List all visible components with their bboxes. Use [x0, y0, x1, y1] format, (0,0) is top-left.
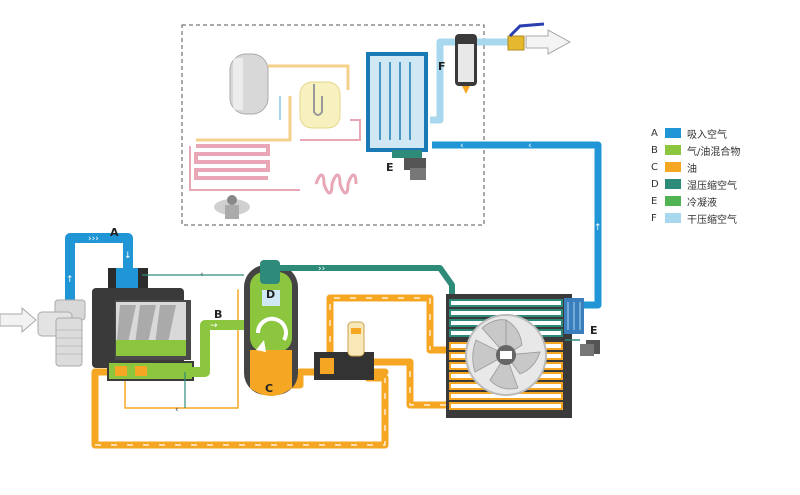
label-d: D [266, 288, 275, 301]
air-oil-mix-pipe [185, 320, 265, 377]
legend-label: 吸入空气 [687, 129, 727, 141]
legend-letter: B [651, 144, 658, 156]
legend-letter: E [651, 195, 658, 207]
legend-label: 气/油混合物 [687, 146, 741, 158]
legend-item-c: C 油 [651, 160, 791, 175]
svg-text:‹: ‹ [175, 405, 179, 415]
legend-label: 湿压缩空气 [687, 180, 737, 192]
svg-text:↑: ↑ [594, 223, 602, 233]
svg-text:↓: ↓ [124, 251, 132, 261]
legend-label: 冷凝液 [687, 197, 717, 209]
legend-swatch [665, 162, 681, 172]
legend-letter: F [651, 212, 657, 224]
label-b: B [214, 308, 222, 321]
oil-flow-marks [95, 297, 446, 446]
label-e-cooler: E [590, 324, 598, 337]
label-c: C [265, 382, 273, 395]
air-outlet-arrow [525, 29, 572, 55]
label-a: A [110, 226, 119, 239]
intake-flow-marks: ↑ ››› ↓ [66, 234, 132, 285]
screw-element-icon [116, 302, 186, 356]
legend-swatch [665, 145, 681, 155]
dryer-enclosure [181, 24, 485, 226]
legend-swatch [665, 179, 681, 189]
dry-air-outlet [430, 38, 515, 124]
outlet-filter-icon [455, 34, 477, 94]
aftercooler-fan-icon [446, 294, 584, 418]
svg-text:‹: ‹ [460, 141, 464, 151]
drain-valve-icon [565, 339, 600, 356]
label-f: F [438, 60, 446, 73]
svg-text:‹: ‹ [528, 141, 532, 151]
legend-letter: D [651, 178, 659, 190]
legend-item-e: E 冷凝液 [651, 194, 791, 209]
legend-label: 油 [687, 163, 697, 175]
legend-swatch [665, 196, 681, 206]
refrigeration-dryer-icon [189, 52, 428, 219]
intake-filter-icon [37, 299, 86, 367]
cooled-air-riser [432, 141, 602, 309]
legend-swatch [665, 128, 681, 138]
svg-text:↑: ↑ [66, 275, 74, 285]
wet-air-pipe [280, 265, 455, 300]
legend-letter: A [651, 127, 658, 139]
legend-item-d: D 湿压缩空气 [651, 177, 791, 192]
intake-pipe [65, 233, 133, 305]
legend-letter: C [651, 161, 658, 173]
air-inlet-arrow [0, 306, 37, 334]
label-e-dryer: E [386, 161, 394, 174]
svg-text:→: → [210, 321, 218, 331]
dryer-drain-icon [404, 158, 426, 180]
legend-label: 干压缩空气 [687, 214, 737, 226]
separator-tank-icon [244, 260, 298, 396]
legend-item-a: A 吸入空气 [651, 126, 791, 141]
legend-swatch [665, 213, 681, 223]
legend-item-f: F 干压缩空气 [651, 211, 791, 226]
svg-text:›››: ››› [88, 234, 99, 244]
svg-text:››: ›› [318, 264, 325, 274]
thermostatic-valve-icon [314, 321, 374, 380]
outlet-ball-valve-icon [507, 22, 545, 51]
legend-item-b: B 气/油混合物 [651, 143, 791, 158]
legend: A 吸入空气 B 气/油混合物 C 油 D 湿压缩空气 E 冷凝液 F 干压缩空… [651, 126, 791, 228]
